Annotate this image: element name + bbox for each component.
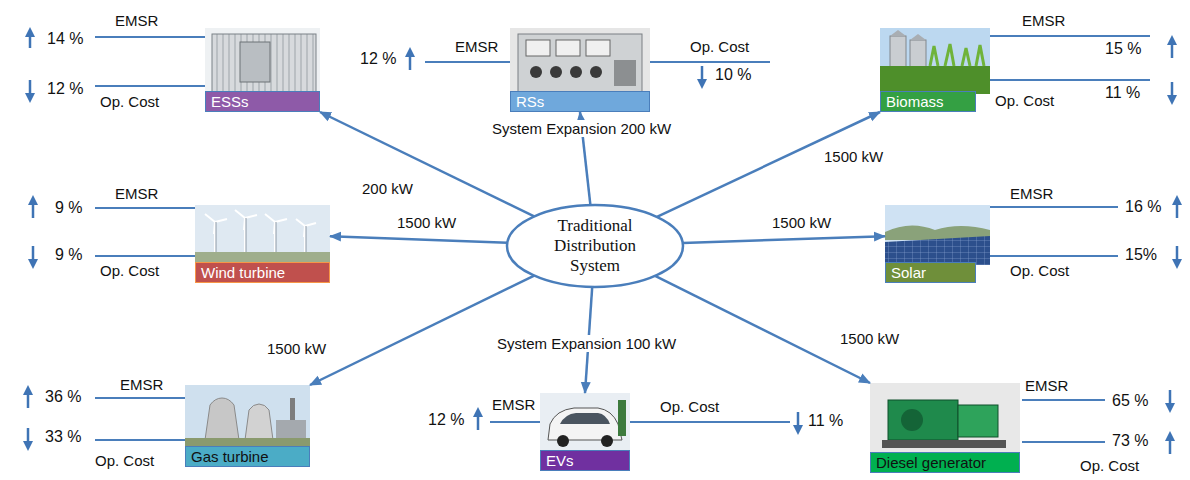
metric-name: EMSR [492,396,535,413]
metric-name: Op. Cost [95,452,154,469]
source-node: Diesel generator [870,383,1020,473]
power-connector [310,276,534,385]
metric-name: EMSR [1025,377,1068,394]
source-label: Gas turbine [185,446,310,467]
source-node: Gas turbine [185,385,310,467]
solar-picture [885,205,990,265]
source-node: Biomass [880,28,990,112]
capacity-label: System Expansion 200 kW [490,120,673,137]
capacity-label: 1500 kW [770,214,833,231]
capacity-label: 200 kW [360,180,415,197]
source-label: Diesel generator [870,452,1020,473]
percent-change: 9 % [55,246,83,264]
source-label: Wind turbine [195,262,330,283]
metric-name: EMSR [115,185,158,202]
source-label: RSs [510,91,650,112]
source-label: ESSs [205,91,320,112]
metric-name: Op. Cost [1080,457,1139,474]
metric-name: EMSR [1010,185,1053,202]
system-ellipse: Traditional Distribution System [505,203,685,289]
gas-turbine-picture [185,385,310,449]
capacity-label: 1500 kW [265,340,328,357]
percent-change: 36 % [45,388,81,406]
source-label: Solar [885,262,976,283]
percent-change: 16 % [1125,198,1161,216]
leader-lines [95,36,1150,442]
capacity-label: 1500 kW [395,214,458,231]
wind-picture [195,205,330,265]
metric-name: Op. Cost [660,398,719,415]
capacity-label: 1500 kW [838,330,901,347]
percent-change: 15% [1125,246,1157,264]
percent-change: 9 % [55,199,83,217]
power-connector [330,236,507,243]
source-label: EVs [540,450,630,471]
capacity-label: System Expansion 100 kW [495,335,678,352]
source-node: ESSs [205,28,320,112]
percent-change: 15 % [1105,40,1141,58]
trend-arrows [28,32,1177,454]
percent-change: 65 % [1112,392,1148,410]
percent-change: 12 % [47,80,83,98]
metric-name: EMSR [115,12,158,29]
ess-picture [205,28,320,94]
diesel-picture [870,383,1020,455]
source-node: Solar [885,205,990,283]
percent-change: 12 % [360,50,396,68]
metric-name: Op. Cost [100,93,159,110]
metric-name: Op. Cost [995,92,1054,109]
metric-name: EMSR [1022,12,1065,29]
percent-change: 11 % [1105,84,1140,102]
source-node: EVs [540,393,630,471]
metric-name: EMSR [455,38,498,55]
power-connector [683,236,885,243]
percent-change: 73 % [1112,432,1148,450]
biomass-picture [880,28,990,94]
percent-change: 14 % [47,30,83,48]
source-label: Biomass [880,91,976,112]
ev-picture [540,393,630,453]
rs-picture [510,28,650,94]
metric-name: Op. Cost [1010,262,1069,279]
percent-change: 11 % [808,412,843,430]
system-title: Traditional Distribution System [539,216,651,276]
percent-change: 12 % [428,411,464,429]
percent-change: 33 % [45,428,81,446]
source-node: RSs [510,28,650,112]
source-node: Wind turbine [195,205,330,283]
percent-change: 10 % [715,66,751,84]
metric-name: Op. Cost [100,262,159,279]
metric-name: EMSR [120,376,163,393]
metric-name: Op. Cost [690,38,749,55]
capacity-label: 1500 kW [822,148,885,165]
